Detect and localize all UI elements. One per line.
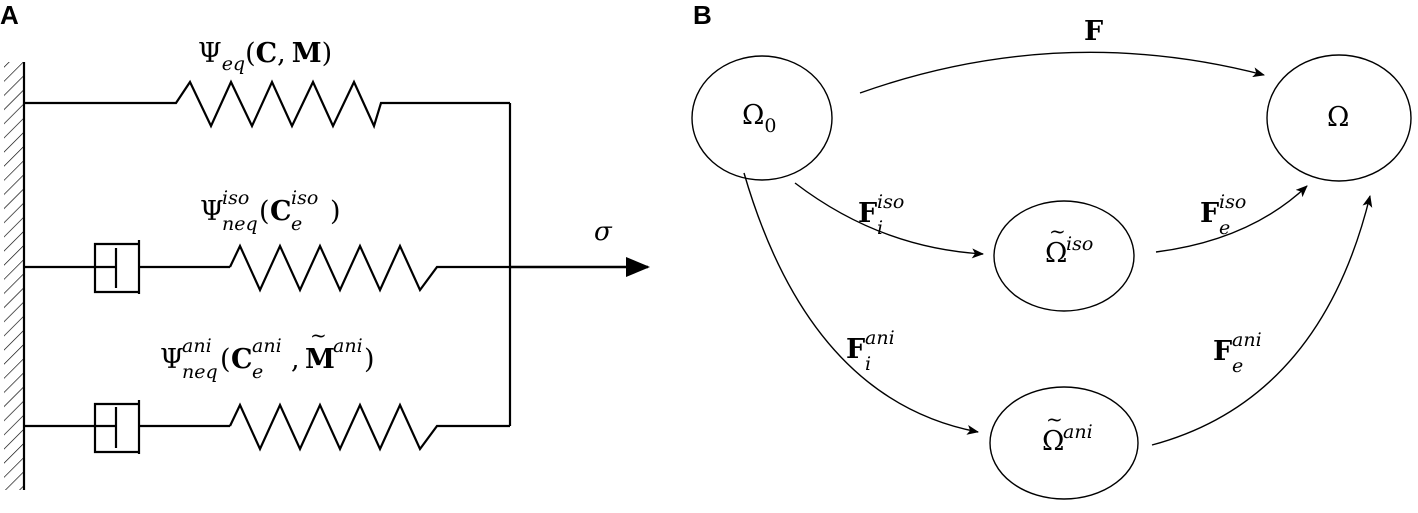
panel-b: B Ω0 Ω Ω ~ iso Ω ~ ani F F iso [691, 0, 1412, 500]
fixed-wall-hatching [4, 62, 24, 490]
svg-text:neq: neq [222, 213, 258, 235]
svg-text:ani: ani [252, 335, 282, 357]
ani-branch-label: Ψ ani neq ( C ani e , M ~ ani ) [160, 323, 375, 383]
svg-text:,: , [291, 344, 300, 375]
svg-text:~: ~ [310, 323, 327, 347]
svg-text:~: ~ [1046, 407, 1063, 431]
svg-text:Ω: Ω [1045, 238, 1067, 269]
eq-spring [24, 79, 510, 130]
svg-text:): ) [364, 344, 375, 375]
svg-text:ani: ani [333, 335, 363, 357]
svg-text:iso: iso [877, 191, 904, 213]
eq-branch-label: Ψeq(C,M) [198, 38, 332, 75]
svg-text:iso: iso [1066, 233, 1093, 255]
svg-text:F: F [846, 334, 865, 365]
svg-text:neq: neq [182, 361, 218, 383]
svg-text:Ψ: Ψ [160, 344, 184, 375]
svg-text:ani: ani [182, 335, 212, 357]
svg-text:Ψ: Ψ [200, 196, 224, 227]
panel-a: A σ Ψeq(C,M) [0, 0, 650, 490]
arrow-Fi-ani [743, 172, 979, 435]
arrow-Fe-ani [1151, 195, 1373, 446]
intermediate-iso-configuration [993, 200, 1135, 312]
arrow-Fi-iso [794, 182, 984, 259]
arrow-Fe-iso [1155, 185, 1308, 253]
svg-text:e: e [252, 361, 263, 383]
iso-spring [229, 243, 510, 293]
ani-dashpot [24, 400, 230, 454]
svg-text:e: e [1219, 217, 1230, 239]
intermediate-ani-configuration [989, 386, 1139, 500]
svg-text:C: C [270, 196, 292, 227]
svg-text:i: i [865, 353, 871, 375]
svg-text:iso: iso [1219, 191, 1246, 213]
mapping-Fi-iso-label: F iso i [858, 191, 904, 239]
svg-text:F: F [1200, 198, 1219, 229]
svg-text:i: i [877, 217, 883, 239]
mapping-Fi-ani-label: F ani i [846, 327, 895, 375]
iso-branch-label: Ψ iso neq ( C iso e ) [200, 187, 341, 235]
svg-text:iso: iso [291, 187, 318, 209]
intermediate-iso-label: Ω ~ iso [1045, 219, 1093, 269]
panel-b-label: B [693, 0, 712, 30]
svg-text:e: e [291, 213, 302, 235]
stress-label: σ [594, 217, 613, 247]
svg-text:e: e [1232, 355, 1243, 377]
iso-dashpot [24, 240, 230, 294]
svg-text:iso: iso [222, 187, 249, 209]
svg-text:Ω: Ω [1042, 426, 1064, 457]
mapping-F-label: F [1084, 16, 1103, 47]
svg-text:): ) [330, 196, 341, 227]
svg-text:ani: ani [1232, 329, 1262, 351]
reference-configuration [691, 55, 833, 181]
panel-a-label: A [0, 0, 19, 30]
svg-text:(: ( [220, 344, 231, 375]
current-configuration-label: Ω [1327, 102, 1349, 133]
current-configuration [1266, 54, 1412, 182]
reference-configuration-label: Ω0 [742, 100, 776, 137]
svg-text:ani: ani [865, 327, 895, 349]
mapping-Fe-iso-label: F iso e [1200, 191, 1246, 239]
svg-text:(: ( [259, 196, 270, 227]
intermediate-ani-label: Ω ~ ani [1042, 407, 1093, 457]
svg-text:F: F [858, 198, 877, 229]
mapping-Fe-ani-label: F ani e [1213, 329, 1262, 377]
svg-text:~: ~ [1049, 219, 1066, 243]
svg-text:M: M [305, 344, 335, 375]
svg-text:F: F [1213, 336, 1232, 367]
svg-text:ani: ani [1063, 421, 1093, 443]
svg-text:C: C [231, 344, 253, 375]
arrow-F [859, 51, 1265, 94]
ani-spring [229, 402, 510, 452]
